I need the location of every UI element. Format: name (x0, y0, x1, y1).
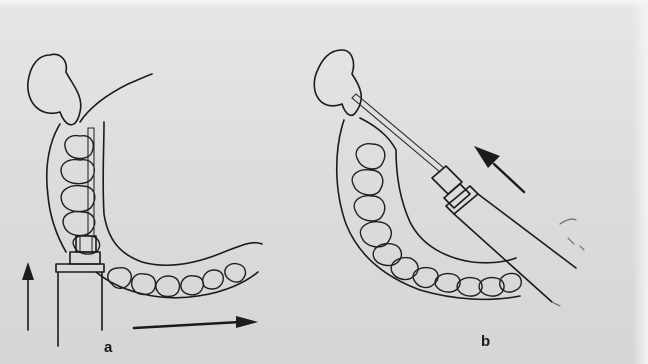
panel-b-needle (352, 94, 444, 172)
panel-a-right-arrow (134, 316, 258, 328)
panel-b-condyle (314, 50, 361, 115)
panel-a-arch-outer (47, 124, 66, 252)
panel-a-teeth-row (108, 264, 246, 297)
panel-b-arch-outer (337, 120, 520, 299)
panel-b-diagonal-arrow (474, 146, 524, 192)
panel-a-up-arrow (22, 262, 34, 330)
panel-a: a (22, 54, 262, 356)
panel-a-label: a (104, 339, 113, 356)
panel-b-label: b (481, 333, 490, 350)
panel-b-arch-inner (360, 118, 516, 263)
panel-b: b (314, 50, 584, 350)
panel-a-arch-inner (80, 74, 152, 122)
panel-b-syringe (432, 166, 584, 306)
panel-a-arch-inner-lower (103, 122, 262, 265)
panel-a-condyle (28, 54, 81, 124)
